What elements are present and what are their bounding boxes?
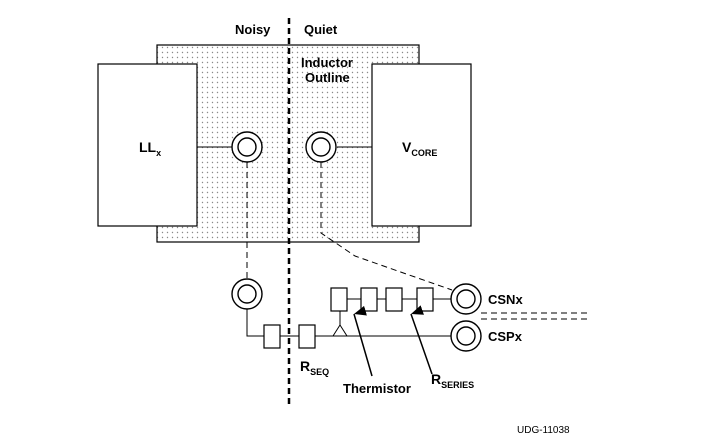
inductor-outline-label-line1: Inductor (301, 55, 353, 70)
rseries-label-sub: SERIES (441, 380, 474, 390)
llx-label-sub: x (156, 148, 161, 158)
vcore-label: VCORE (402, 139, 437, 158)
via-noisy-bottom (231, 278, 263, 310)
rseries-label: RSERIES (431, 371, 474, 390)
rseq-label-main: R (300, 358, 310, 374)
thermistor-label: Thermistor (343, 381, 411, 396)
csnx-label: CSNx (488, 292, 523, 307)
rseries-arrow (410, 305, 433, 375)
rseq-label-sub: SEQ (310, 367, 329, 377)
vcore-label-main: V (402, 139, 412, 155)
cspx-label: CSPx (488, 329, 523, 344)
quiet-dashed-route (320, 162, 453, 291)
quiet-label: Quiet (304, 22, 338, 37)
noisy-label: Noisy (235, 22, 271, 37)
resistor-rseries (416, 287, 434, 312)
resistor-noisy (263, 324, 281, 349)
vcore-block (371, 63, 472, 227)
resistor-rseq (298, 324, 316, 349)
via-csnx (450, 283, 482, 315)
resistor-thermistor-1 (330, 287, 348, 312)
inductor-outline-label-line2: Outline (305, 70, 350, 85)
resistor-thermistor-2 (360, 287, 378, 312)
rseries-label-main: R (431, 371, 441, 387)
thermistor-branch-trace-2 (339, 324, 348, 337)
rseq-label: RSEQ (300, 358, 329, 377)
via-noisy-top (231, 131, 263, 163)
llx-block (97, 63, 198, 227)
thermistor-arrow (353, 305, 373, 377)
figure-id-label: UDG-11038 (517, 425, 570, 436)
via-quiet-top (305, 131, 337, 163)
llx-label-main: LL (139, 139, 157, 155)
noisy-bottom-trace (246, 309, 264, 337)
via-cspx (450, 320, 482, 352)
vcore-label-sub: CORE (411, 148, 437, 158)
llx-label: LLx (139, 139, 161, 158)
thermistor-branch-trace (332, 310, 341, 337)
resistor-thermistor-3 (385, 287, 403, 312)
